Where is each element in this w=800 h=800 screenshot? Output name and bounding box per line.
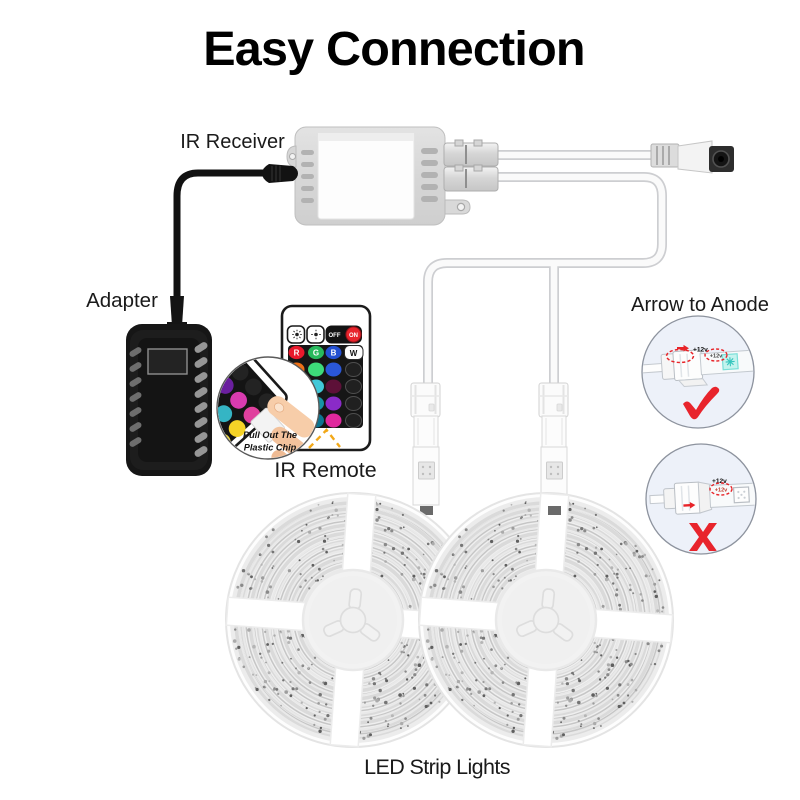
svg-text:OFF: OFF bbox=[329, 333, 341, 339]
svg-text:Easy Connection: Easy Connection bbox=[203, 22, 584, 76]
svg-text:G: G bbox=[313, 349, 319, 358]
svg-text:+12v: +12v bbox=[715, 488, 728, 494]
svg-text:Plastic Chip: Plastic Chip bbox=[244, 443, 297, 453]
svg-text:IR Remote: IR Remote bbox=[274, 458, 376, 482]
svg-text:Adapter: Adapter bbox=[86, 289, 158, 312]
svg-text:ON: ON bbox=[349, 333, 358, 339]
svg-text:B: B bbox=[331, 349, 337, 358]
svg-text:+12v: +12v bbox=[693, 347, 708, 354]
svg-text:Arrow to Anode: Arrow to Anode bbox=[631, 294, 769, 316]
svg-text:IR Receiver: IR Receiver bbox=[180, 131, 285, 153]
svg-text:LED Strip Lights: LED Strip Lights bbox=[364, 755, 510, 779]
svg-text:+12v: +12v bbox=[712, 478, 727, 485]
svg-text:R: R bbox=[294, 349, 300, 358]
svg-text:W: W bbox=[350, 349, 358, 358]
svg-text:+12v: +12v bbox=[710, 354, 723, 360]
svg-text:Pull Out The: Pull Out The bbox=[243, 430, 297, 440]
